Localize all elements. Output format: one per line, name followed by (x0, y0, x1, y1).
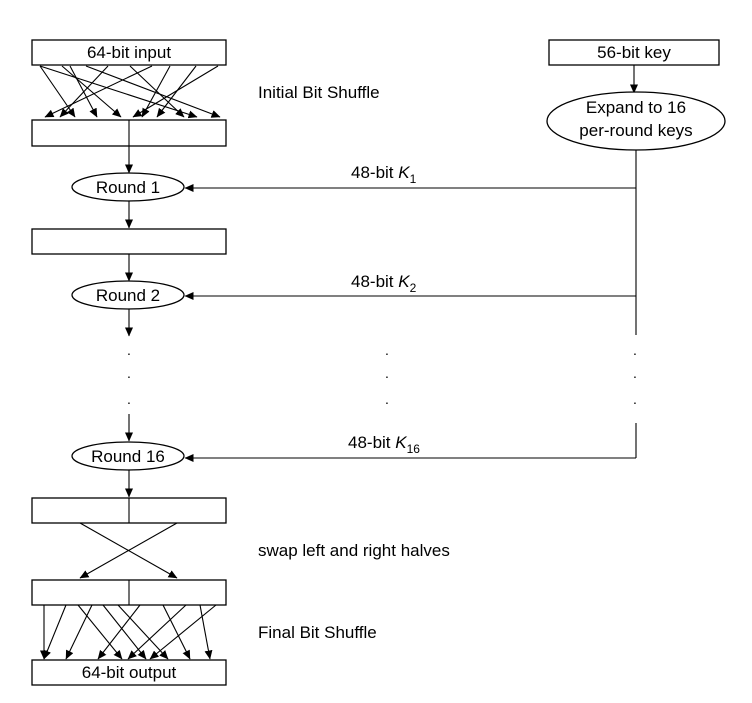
initial-shuffle-lines (39, 65, 221, 119)
expand-label-line1: Expand to 16 (586, 98, 686, 117)
round-2-node: Round 2 (71, 280, 185, 310)
dot: . (385, 342, 389, 358)
round-16-node: Round 16 (71, 441, 185, 471)
post-swap-block (31, 579, 227, 606)
round-2-label: Round 2 (96, 286, 160, 305)
output-label: 64-bit output (82, 663, 177, 682)
expand-ellipse: Expand to 16 per-round keys (546, 91, 726, 151)
final-shuffle-lines (40, 604, 217, 660)
input-label: 64-bit input (87, 43, 171, 62)
dot: . (127, 342, 131, 358)
dot: . (127, 391, 131, 407)
dot: . (385, 365, 389, 381)
swap-lines (79, 522, 178, 579)
round-1-label: Round 1 (96, 178, 160, 197)
swap-label: swap left and right halves (258, 541, 450, 560)
key-label: 56-bit key (597, 43, 671, 62)
key-label-1: 48-bit K1 (351, 163, 417, 186)
key-label-2: 48-bit K2 (351, 272, 417, 295)
pre-swap-block (31, 497, 227, 524)
intermediate-block (31, 228, 227, 255)
shuffled-block (31, 119, 227, 147)
dot: . (633, 342, 637, 358)
output-box: 64-bit output (31, 659, 227, 686)
expand-label-line2: per-round keys (579, 121, 692, 140)
key-label-16: 48-bit K16 (348, 433, 420, 456)
ellipsis-dots: . . . . . . . . . (127, 342, 637, 407)
initial-shuffle-label: Initial Bit Shuffle (258, 83, 380, 102)
key-box: 56-bit key (548, 39, 720, 66)
dot: . (633, 365, 637, 381)
round-16-label: Round 16 (91, 447, 165, 466)
dot: . (385, 391, 389, 407)
dot: . (127, 365, 131, 381)
input-box: 64-bit input (31, 39, 227, 66)
round-1-node: Round 1 (71, 172, 185, 202)
dot: . (633, 391, 637, 407)
final-shuffle-label: Final Bit Shuffle (258, 623, 377, 642)
